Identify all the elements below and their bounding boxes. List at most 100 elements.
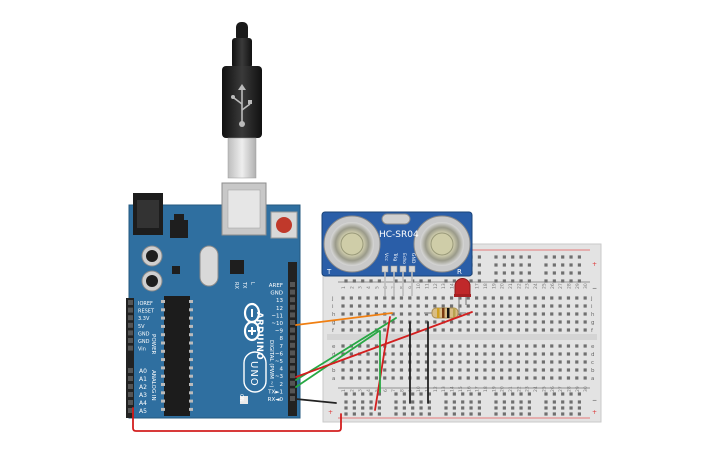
breadboard-hole[interactable] <box>366 352 370 356</box>
breadboard-hole[interactable] <box>399 328 404 332</box>
breadboard-hole[interactable] <box>391 360 395 364</box>
analog-pin-socket[interactable] <box>128 376 133 381</box>
breadboard-hole[interactable] <box>377 406 381 410</box>
breadboard-hole[interactable] <box>383 360 387 364</box>
breadboard-hole[interactable] <box>433 304 437 308</box>
breadboard-hole[interactable] <box>494 271 498 275</box>
digital-pin-socket[interactable] <box>290 396 295 401</box>
breadboard-hole[interactable] <box>477 392 481 396</box>
breadboard-hole[interactable] <box>519 263 523 267</box>
breadboard-hole[interactable] <box>416 320 420 324</box>
breadboard-hole[interactable] <box>416 296 420 300</box>
breadboard-hole[interactable] <box>374 296 378 300</box>
breadboard-hole[interactable] <box>449 376 454 380</box>
breadboard-hole[interactable] <box>352 412 356 416</box>
breadboard-hole[interactable] <box>449 344 454 348</box>
breadboard-hole[interactable] <box>552 406 556 410</box>
breadboard-hole[interactable] <box>508 304 512 308</box>
breadboard-hole[interactable] <box>469 406 473 410</box>
breadboard-hole[interactable] <box>444 279 448 283</box>
breadboard-hole[interactable] <box>391 352 395 356</box>
power-pin-socket[interactable] <box>128 322 133 328</box>
breadboard-hole[interactable] <box>525 304 529 308</box>
breadboard-hole[interactable] <box>508 376 512 380</box>
breadboard-hole[interactable] <box>483 368 487 372</box>
breadboard-hole[interactable] <box>424 320 429 324</box>
breadboard-hole[interactable] <box>419 412 423 416</box>
breadboard-hole[interactable] <box>349 296 353 300</box>
breadboard-hole[interactable] <box>341 352 345 356</box>
breadboard-hole[interactable] <box>558 352 562 356</box>
breadboard-hole[interactable] <box>461 392 465 396</box>
breadboard-hole[interactable] <box>511 406 515 410</box>
breadboard-hole[interactable] <box>544 412 548 416</box>
breadboard-hole[interactable] <box>500 312 504 316</box>
breadboard-hole[interactable] <box>519 255 523 259</box>
breadboard-hole[interactable] <box>475 312 479 316</box>
breadboard-hole[interactable] <box>541 320 545 324</box>
breadboard-hole[interactable] <box>341 376 345 380</box>
breadboard-hole[interactable] <box>449 320 454 324</box>
breadboard-hole[interactable] <box>383 376 387 380</box>
breadboard-hole[interactable] <box>424 344 429 348</box>
breadboard-hole[interactable] <box>341 344 345 348</box>
breadboard-hole[interactable] <box>575 312 579 316</box>
breadboard-hole[interactable] <box>477 412 481 416</box>
breadboard-hole[interactable] <box>394 392 398 396</box>
breadboard-hole[interactable] <box>361 406 365 410</box>
breadboard-hole[interactable] <box>352 406 356 410</box>
breadboard-hole[interactable] <box>527 271 531 275</box>
breadboard-hole[interactable] <box>544 279 548 283</box>
breadboard-hole[interactable] <box>583 376 587 380</box>
breadboard-hole[interactable] <box>441 360 445 364</box>
breadboard-hole[interactable] <box>441 304 445 308</box>
breadboard-hole[interactable] <box>458 376 462 380</box>
breadboard-hole[interactable] <box>527 392 531 396</box>
breadboard-hole[interactable] <box>558 360 562 364</box>
breadboard-hole[interactable] <box>533 352 537 356</box>
breadboard-hole[interactable] <box>391 296 395 300</box>
breadboard-hole[interactable] <box>399 320 404 324</box>
breadboard-hole[interactable] <box>475 304 479 308</box>
breadboard-hole[interactable] <box>458 328 462 332</box>
breadboard-hole[interactable] <box>575 352 579 356</box>
breadboard-hole[interactable] <box>575 304 579 308</box>
digital-pin-socket[interactable] <box>290 282 295 287</box>
breadboard-hole[interactable] <box>424 368 429 372</box>
breadboard-hole[interactable] <box>394 406 398 410</box>
analog-pin-socket[interactable] <box>128 384 133 389</box>
digital-pin-socket[interactable] <box>290 365 295 371</box>
breadboard-hole[interactable] <box>466 360 470 364</box>
breadboard-hole[interactable] <box>544 400 548 404</box>
breadboard-hole[interactable] <box>441 368 445 372</box>
breadboard-hole[interactable] <box>566 344 571 348</box>
breadboard-hole[interactable] <box>566 352 571 356</box>
breadboard-hole[interactable] <box>444 406 448 410</box>
breadboard-hole[interactable] <box>527 263 531 267</box>
breadboard-hole[interactable] <box>441 296 445 300</box>
breadboard-hole[interactable] <box>349 360 353 364</box>
breadboard-hole[interactable] <box>433 296 437 300</box>
breadboard-hole[interactable] <box>550 312 554 316</box>
breadboard-hole[interactable] <box>366 360 370 364</box>
breadboard-hole[interactable] <box>352 392 356 396</box>
digital-pin-socket[interactable] <box>290 373 295 379</box>
breadboard-hole[interactable] <box>458 296 462 300</box>
breadboard-hole[interactable] <box>408 312 412 316</box>
breadboard-hole[interactable] <box>433 344 437 348</box>
arduino-uno-board[interactable]: ARDUINO UNO DIGITAL (PWM ~) ON TX RX L P… <box>126 182 301 419</box>
breadboard-hole[interactable] <box>561 392 565 396</box>
breadboard-hole[interactable] <box>349 368 353 372</box>
breadboard-hole[interactable] <box>416 328 420 332</box>
breadboard-hole[interactable] <box>544 255 548 259</box>
breadboard-hole[interactable] <box>361 279 365 283</box>
breadboard-hole[interactable] <box>483 360 487 364</box>
breadboard-hole[interactable] <box>550 352 554 356</box>
breadboard-hole[interactable] <box>411 392 415 396</box>
breadboard-hole[interactable] <box>511 400 515 404</box>
breadboard-hole[interactable] <box>566 320 571 324</box>
breadboard-hole[interactable] <box>358 296 362 300</box>
breadboard-hole[interactable] <box>416 376 420 380</box>
breadboard-hole[interactable] <box>358 312 362 316</box>
